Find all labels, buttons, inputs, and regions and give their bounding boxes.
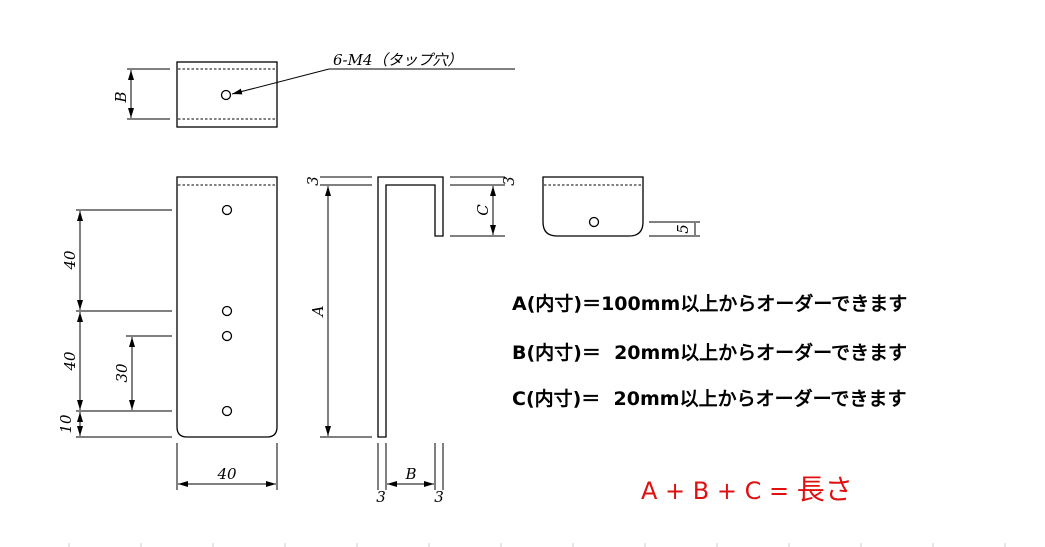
note-b: B(内寸)＝ 20mm以上からオーダーできます: [512, 342, 907, 364]
dim-30: 30: [113, 363, 131, 383]
dim-3-bottom-right: 3: [434, 488, 444, 506]
note-a: A(内寸)＝100mm以上からオーダーできます: [512, 293, 908, 315]
bottom-ticks: [68, 543, 1006, 547]
dim-40-lower: 40: [61, 351, 79, 372]
dim-top-b: B: [112, 91, 130, 103]
front-view: 40 40 30 10 40: [57, 176, 278, 490]
dim-5: 5: [674, 224, 692, 234]
side-view: A 3 C 3 B 3 3: [304, 176, 518, 506]
length-formula: A + B + C = 長さ: [641, 468, 853, 508]
dim-a: A: [309, 305, 327, 318]
tap-hole: [220, 89, 232, 101]
formula-result: 長さ: [796, 473, 853, 506]
dim-3-top-left: 3: [304, 176, 322, 186]
dim-b: B: [404, 465, 416, 483]
note-c: C(内寸)＝ 20mm以上からオーダーできます: [512, 388, 907, 410]
leader-line: [231, 68, 330, 95]
dim-c: C: [474, 204, 492, 216]
callout-label: 6-M4（タップ穴）: [333, 51, 463, 69]
dim-3-top-right: 3: [500, 176, 518, 186]
dim-width-40: 40: [216, 465, 237, 483]
dim-3-bottom-left: 3: [376, 488, 386, 506]
dim-40-upper: 40: [61, 250, 79, 271]
top-view: B 6-M4（タップ穴）: [112, 51, 515, 128]
dim-10: 10: [57, 414, 75, 434]
formula-text: A + B + C =: [641, 477, 797, 505]
end-view: 5: [542, 176, 700, 237]
